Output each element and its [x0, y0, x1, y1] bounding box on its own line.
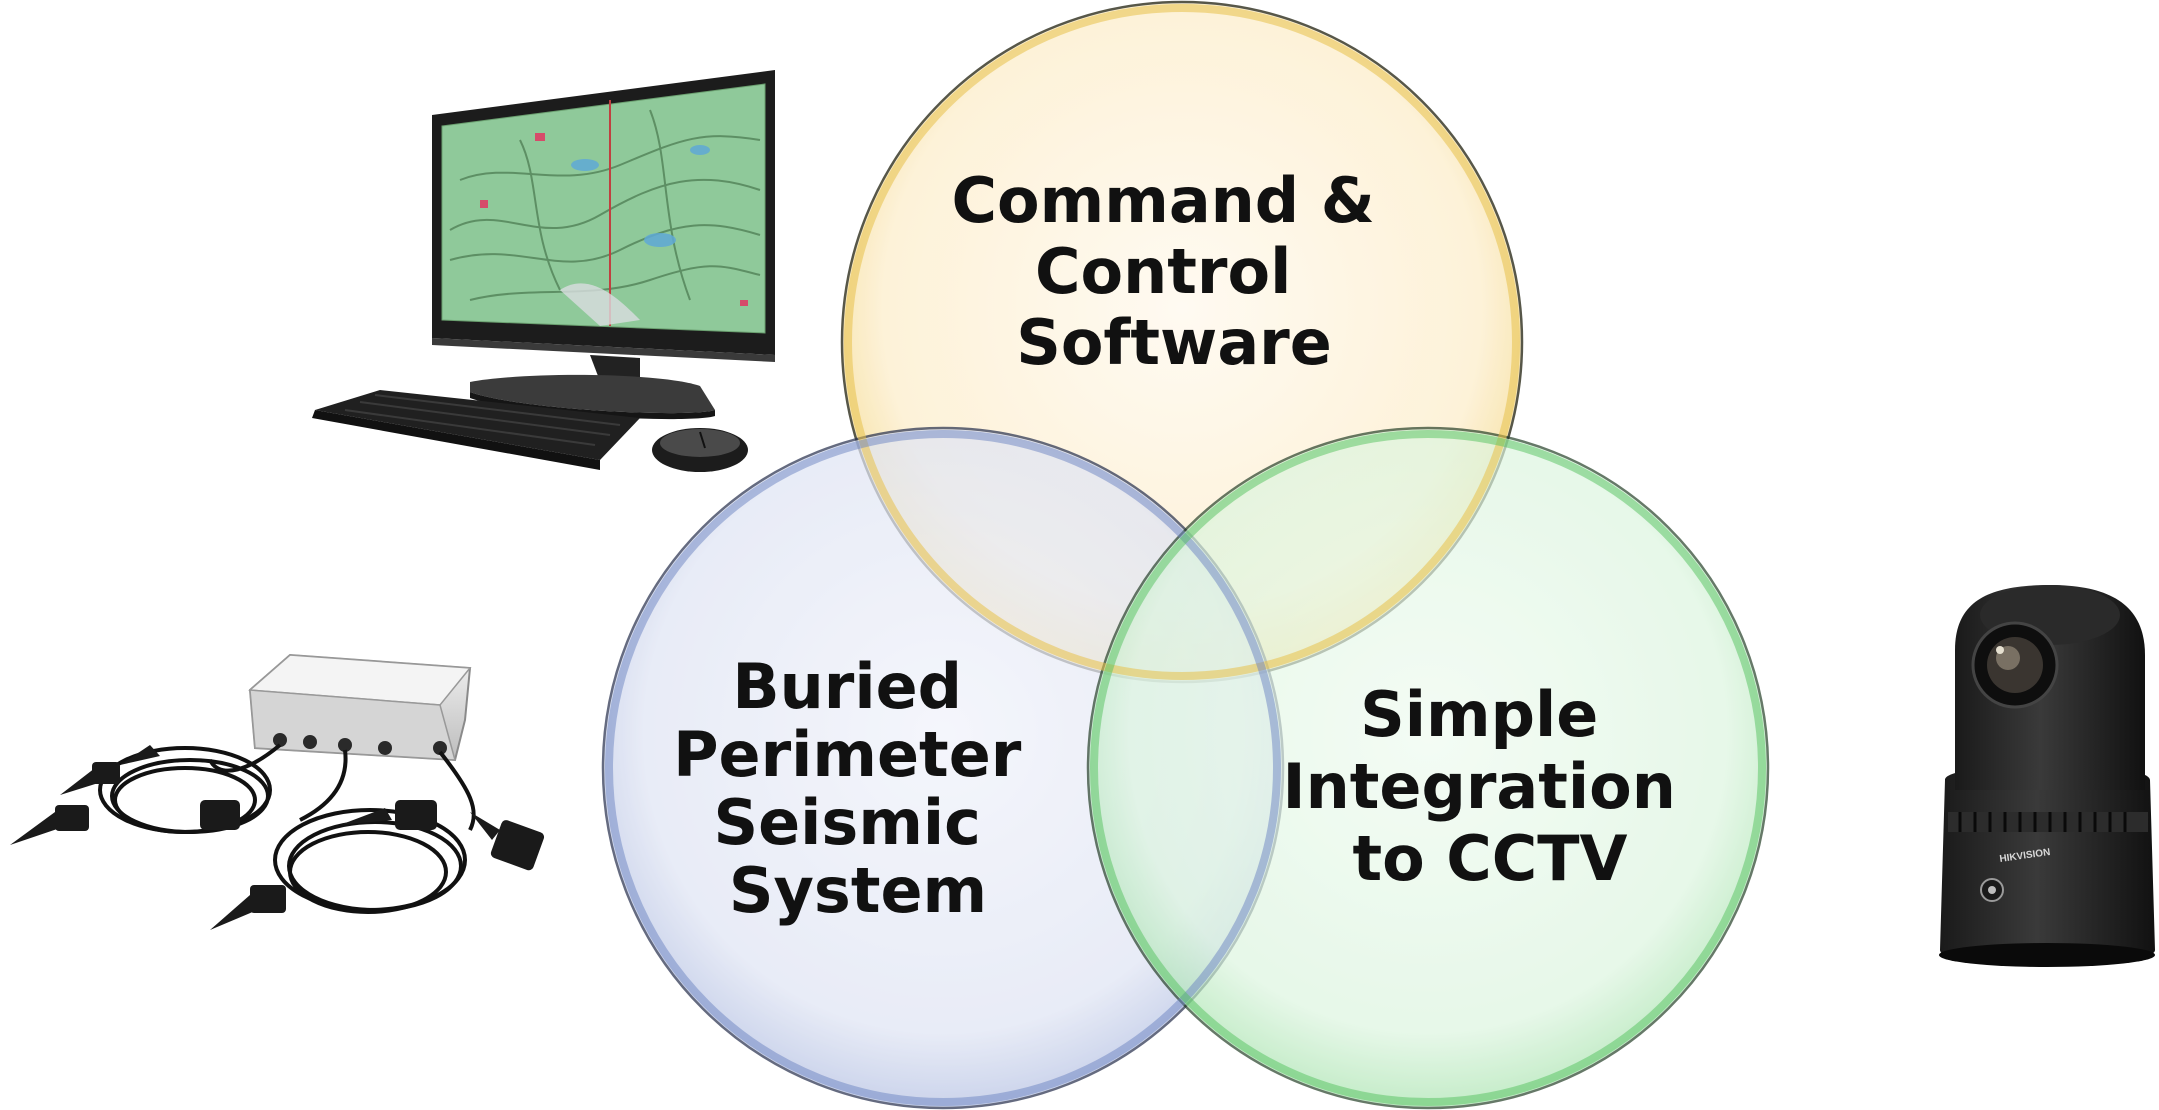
label-seismic-line: Buried [732, 650, 962, 723]
label-seismic-line: Seismic [713, 786, 980, 859]
label-seismic: Buried Perimeter Seismic System [673, 650, 1043, 927]
seismic-sensor-kit-icon [10, 653, 545, 930]
label-cctv-line: Integration [1283, 750, 1676, 823]
label-cctv: Simple Integration to CCTV [1283, 678, 1698, 895]
label-seismic-line: Perimeter [673, 718, 1022, 791]
label-seismic-line: System [729, 854, 987, 927]
label-command-control: Command & Control Software [952, 164, 1397, 379]
label-command-control-line: Control [1035, 235, 1291, 308]
label-cctv-line: to CCTV [1352, 822, 1627, 895]
label-cctv-line: Simple [1360, 678, 1598, 751]
label-command-control-line: Software [1016, 306, 1332, 379]
label-command-control-line: Command & [952, 164, 1375, 237]
ptz-camera-icon: HIKVISION [1939, 585, 2155, 967]
venn-circles [601, 0, 1770, 1110]
desktop-computer-icon [312, 70, 775, 472]
venn-circle-cctv [1086, 426, 1770, 1110]
